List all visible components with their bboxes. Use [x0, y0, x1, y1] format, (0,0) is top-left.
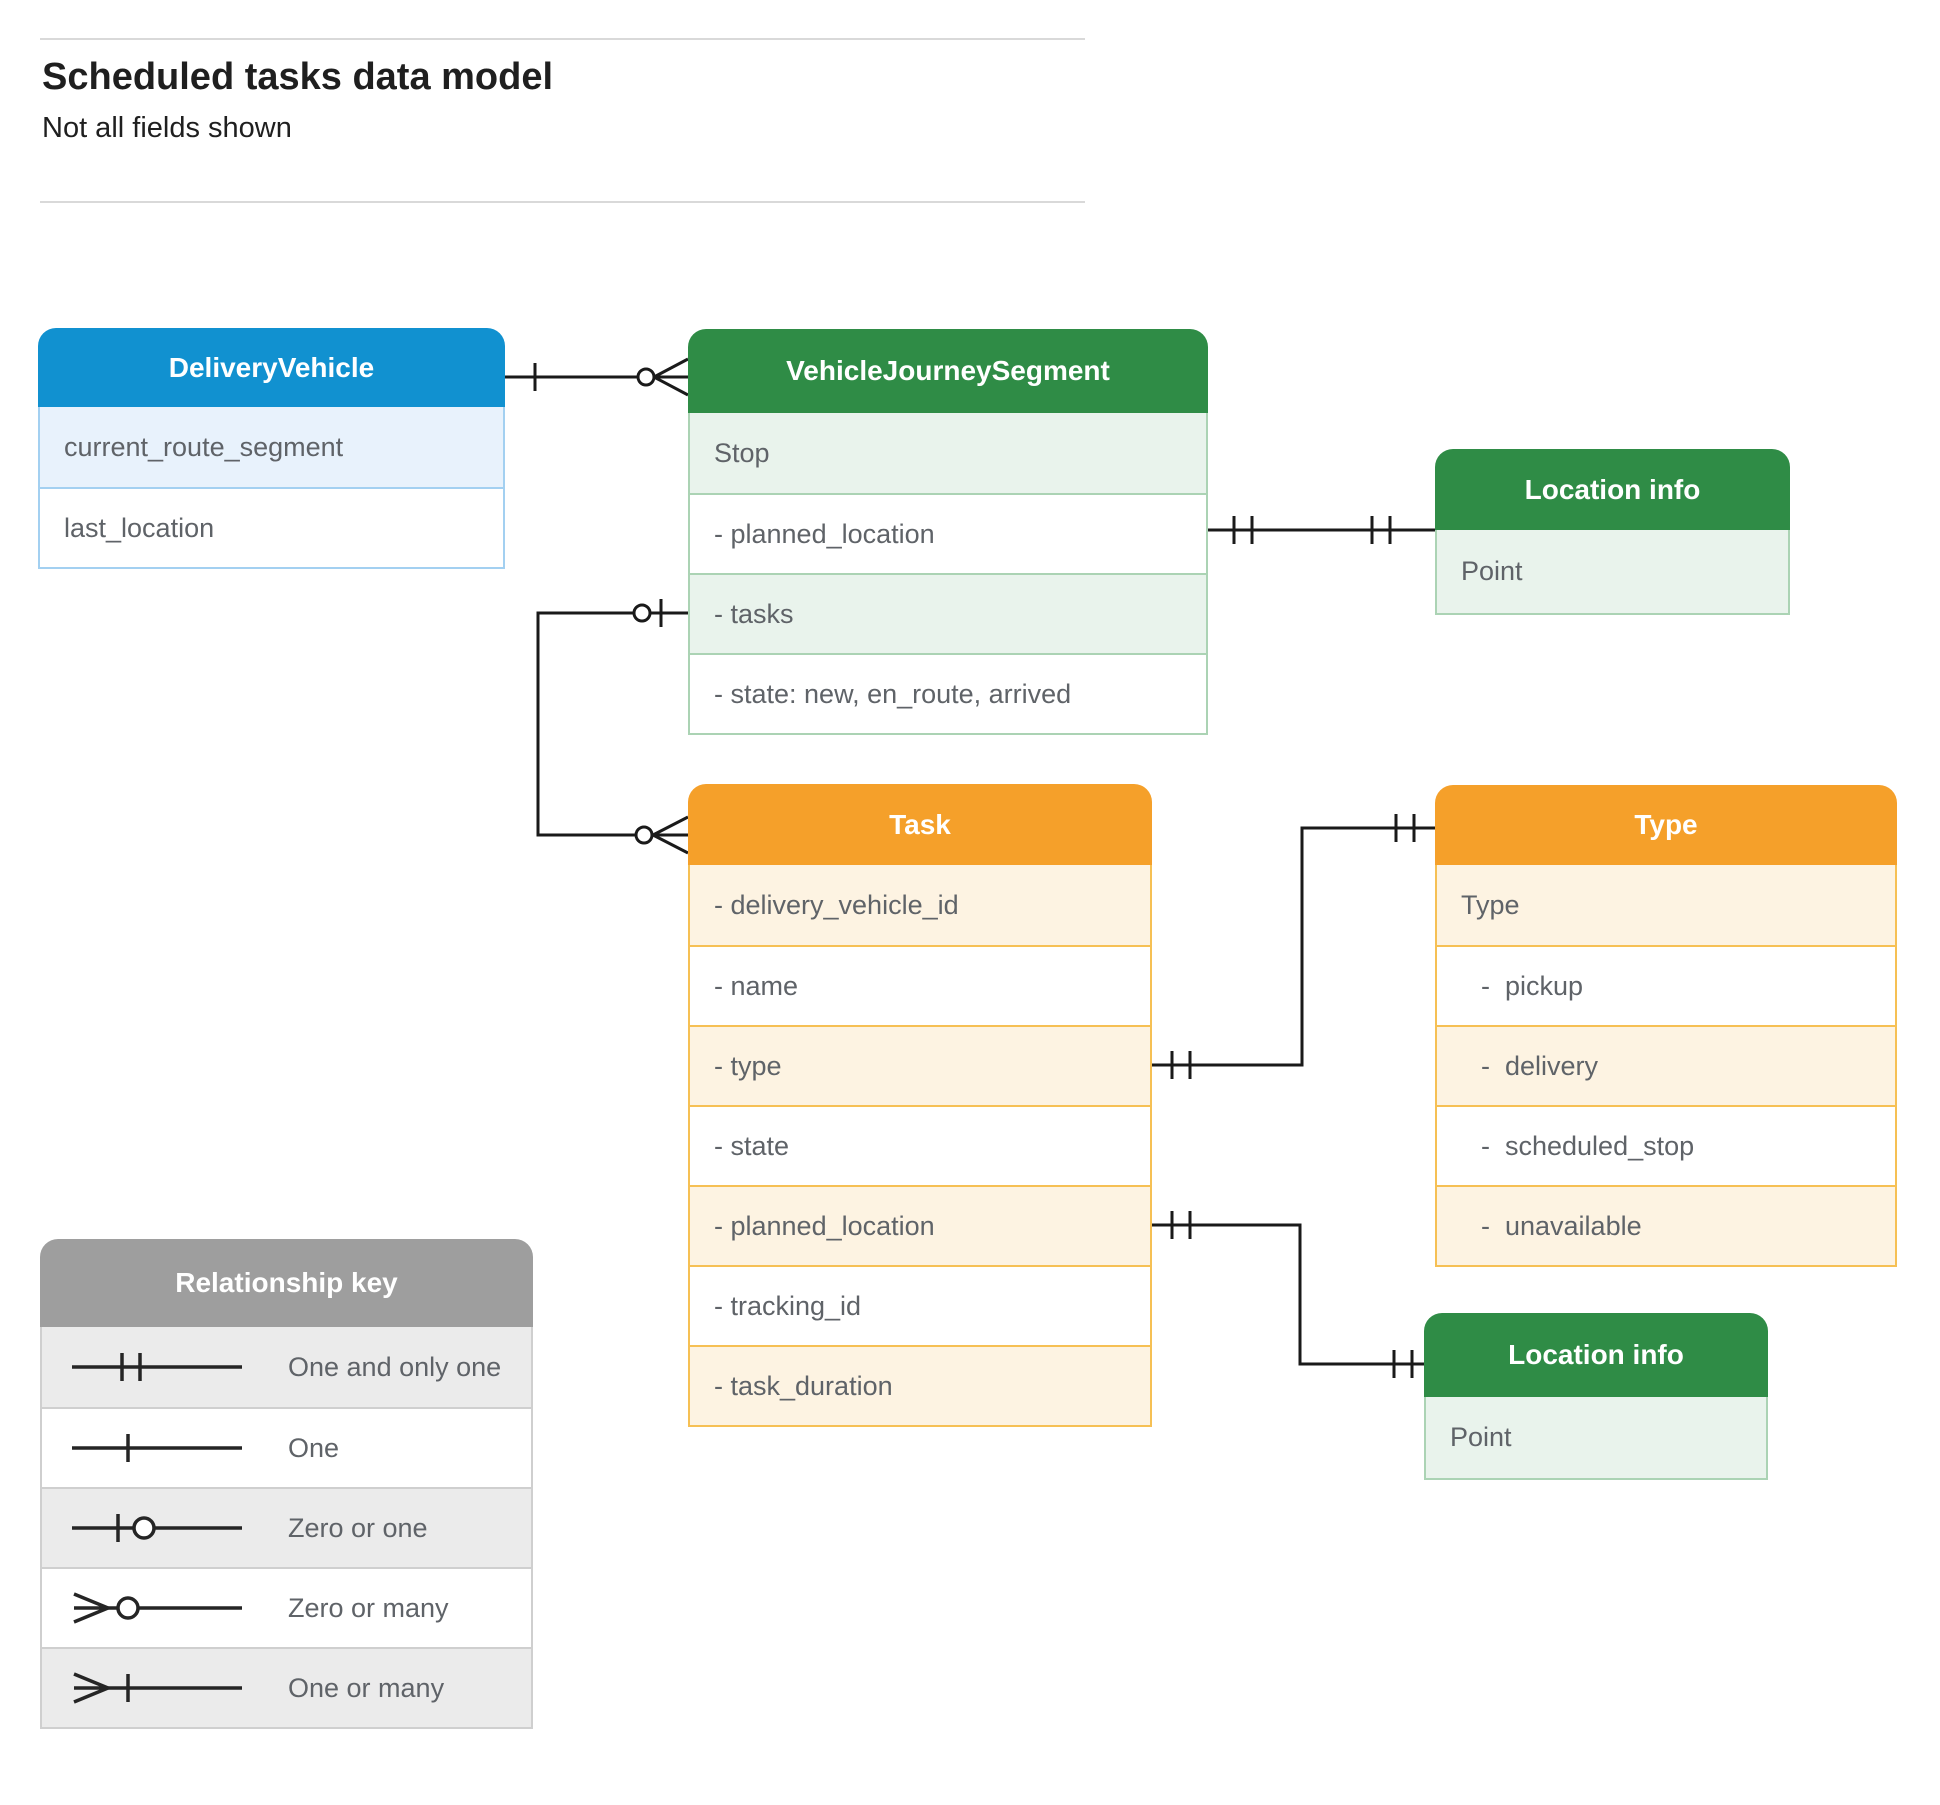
field-row-point: Point: [1426, 1397, 1766, 1478]
page-subtitle: Not all fields shown: [42, 112, 292, 144]
one-or-many-icon: [73, 1672, 242, 1704]
field-row-last-location: last_location: [40, 487, 503, 567]
field-row-state: - state: new, en_route, arrived: [690, 653, 1206, 733]
entity-task-body: - delivery_vehicle_id - name - type - st…: [688, 865, 1152, 1427]
bottom-divider: [40, 201, 1085, 203]
connector-plannedlocation-locationinfo-bottom: [1152, 1211, 1424, 1378]
entity-type-header: Type: [1435, 785, 1897, 865]
field-row-state: - state: [690, 1105, 1150, 1185]
field-row-scheduled-stop: - scheduled_stop: [1437, 1105, 1895, 1185]
legend-row-one: One: [42, 1407, 531, 1487]
field-row-tasks: - tasks: [690, 573, 1206, 653]
entity-locationinfo-top-header: Location info: [1435, 449, 1790, 530]
entity-locationinfo-bottom-header: Location info: [1424, 1313, 1768, 1397]
zero-or-many-icon: [73, 1592, 242, 1624]
entity-deliveryvehicle: DeliveryVehicle current_route_segment la…: [38, 328, 505, 569]
entity-type: Type Type - pickup - delivery - schedule…: [1435, 785, 1897, 1267]
entity-vehiclejourneysegment-header: VehicleJourneySegment: [688, 329, 1208, 413]
legend-row-zero-or-many: Zero or many: [42, 1567, 531, 1647]
entity-task: Task - delivery_vehicle_id - name - type…: [688, 784, 1152, 1427]
relationship-key: Relationship key One and only one One: [40, 1239, 533, 1729]
field-row-pickup: - pickup: [1437, 945, 1895, 1025]
field-row-type: Type: [1437, 865, 1895, 945]
connector-plannedlocation-locationinfo-top: [1208, 516, 1435, 544]
entity-vehiclejourneysegment: VehicleJourneySegment Stop - planned_loc…: [688, 329, 1208, 735]
entity-deliveryvehicle-body: current_route_segment last_location: [38, 407, 505, 569]
legend-row-zero-or-one: Zero or one: [42, 1487, 531, 1567]
field-row-delivery-vehicle-id: - delivery_vehicle_id: [690, 865, 1150, 945]
field-row-unavailable: - unavailable: [1437, 1185, 1895, 1265]
entity-locationinfo-bottom-body: Point: [1424, 1397, 1768, 1480]
relationship-key-title: Relationship key: [175, 1267, 398, 1298]
field-row-name: - name: [690, 945, 1150, 1025]
entity-locationinfo-top: Location info Point: [1435, 449, 1790, 615]
entity-title: Type: [1634, 809, 1698, 840]
field-row-stop: Stop: [690, 413, 1206, 493]
relationship-key-header: Relationship key: [40, 1239, 533, 1327]
legend-row-one-and-only-one: One and only one: [42, 1327, 531, 1407]
page-title: Scheduled tasks data model: [42, 56, 554, 98]
relationship-key-body: One and only one One Zero or one: [40, 1327, 533, 1729]
field-row-planned-location: - planned_location: [690, 493, 1206, 573]
field-row-current-route-segment: current_route_segment: [40, 407, 503, 487]
entity-locationinfo-bottom: Location info Point: [1424, 1313, 1768, 1480]
one-and-only-one-icon: [1370, 516, 1392, 544]
entity-title: VehicleJourneySegment: [786, 355, 1110, 386]
entity-vehiclejourneysegment-body: Stop - planned_location - tasks - state:…: [688, 413, 1208, 735]
one-and-only-one-icon: [72, 1353, 242, 1381]
connector-vehiclejourneysegment-tasks-task: [536, 599, 689, 855]
one-and-only-one-icon: [1394, 814, 1416, 842]
entity-title: Location info: [1508, 1339, 1684, 1370]
top-divider: [40, 38, 1085, 40]
zero-or-one-icon: [72, 1514, 242, 1542]
entity-deliveryvehicle-header: DeliveryVehicle: [38, 328, 505, 407]
entity-title: Task: [889, 808, 951, 840]
field-row-type: - type: [690, 1025, 1150, 1105]
entity-type-body: Type - pickup - delivery - scheduled_sto…: [1435, 865, 1897, 1267]
connector-tasktype-type: [1152, 814, 1435, 1079]
legend-row-one-or-many: One or many: [42, 1647, 531, 1727]
one-and-only-one-icon: [1232, 516, 1254, 544]
entity-task-header: Task: [688, 784, 1152, 865]
entity-title: Location info: [1524, 473, 1701, 505]
field-row-task-duration: - task_duration: [690, 1345, 1150, 1425]
field-row-point: Point: [1437, 530, 1788, 613]
entity-locationinfo-top-body: Point: [1435, 530, 1790, 615]
field-row-planned-location: - planned_location: [690, 1185, 1150, 1265]
zero-or-many-icon: [652, 815, 689, 855]
field-row-tracking-id: - tracking_id: [690, 1265, 1150, 1345]
connector-deliveryvehicle-vehiclejourneysegment: [505, 357, 689, 397]
zero-or-many-icon: [653, 357, 689, 397]
entity-title: DeliveryVehicle: [168, 351, 375, 383]
one-icon: [72, 1434, 242, 1462]
one-and-only-one-icon: [1170, 1211, 1192, 1239]
one-and-only-one-icon: [1170, 1051, 1192, 1079]
one-and-only-one-icon: [1392, 1350, 1414, 1378]
field-row-delivery: - delivery: [1437, 1025, 1895, 1105]
